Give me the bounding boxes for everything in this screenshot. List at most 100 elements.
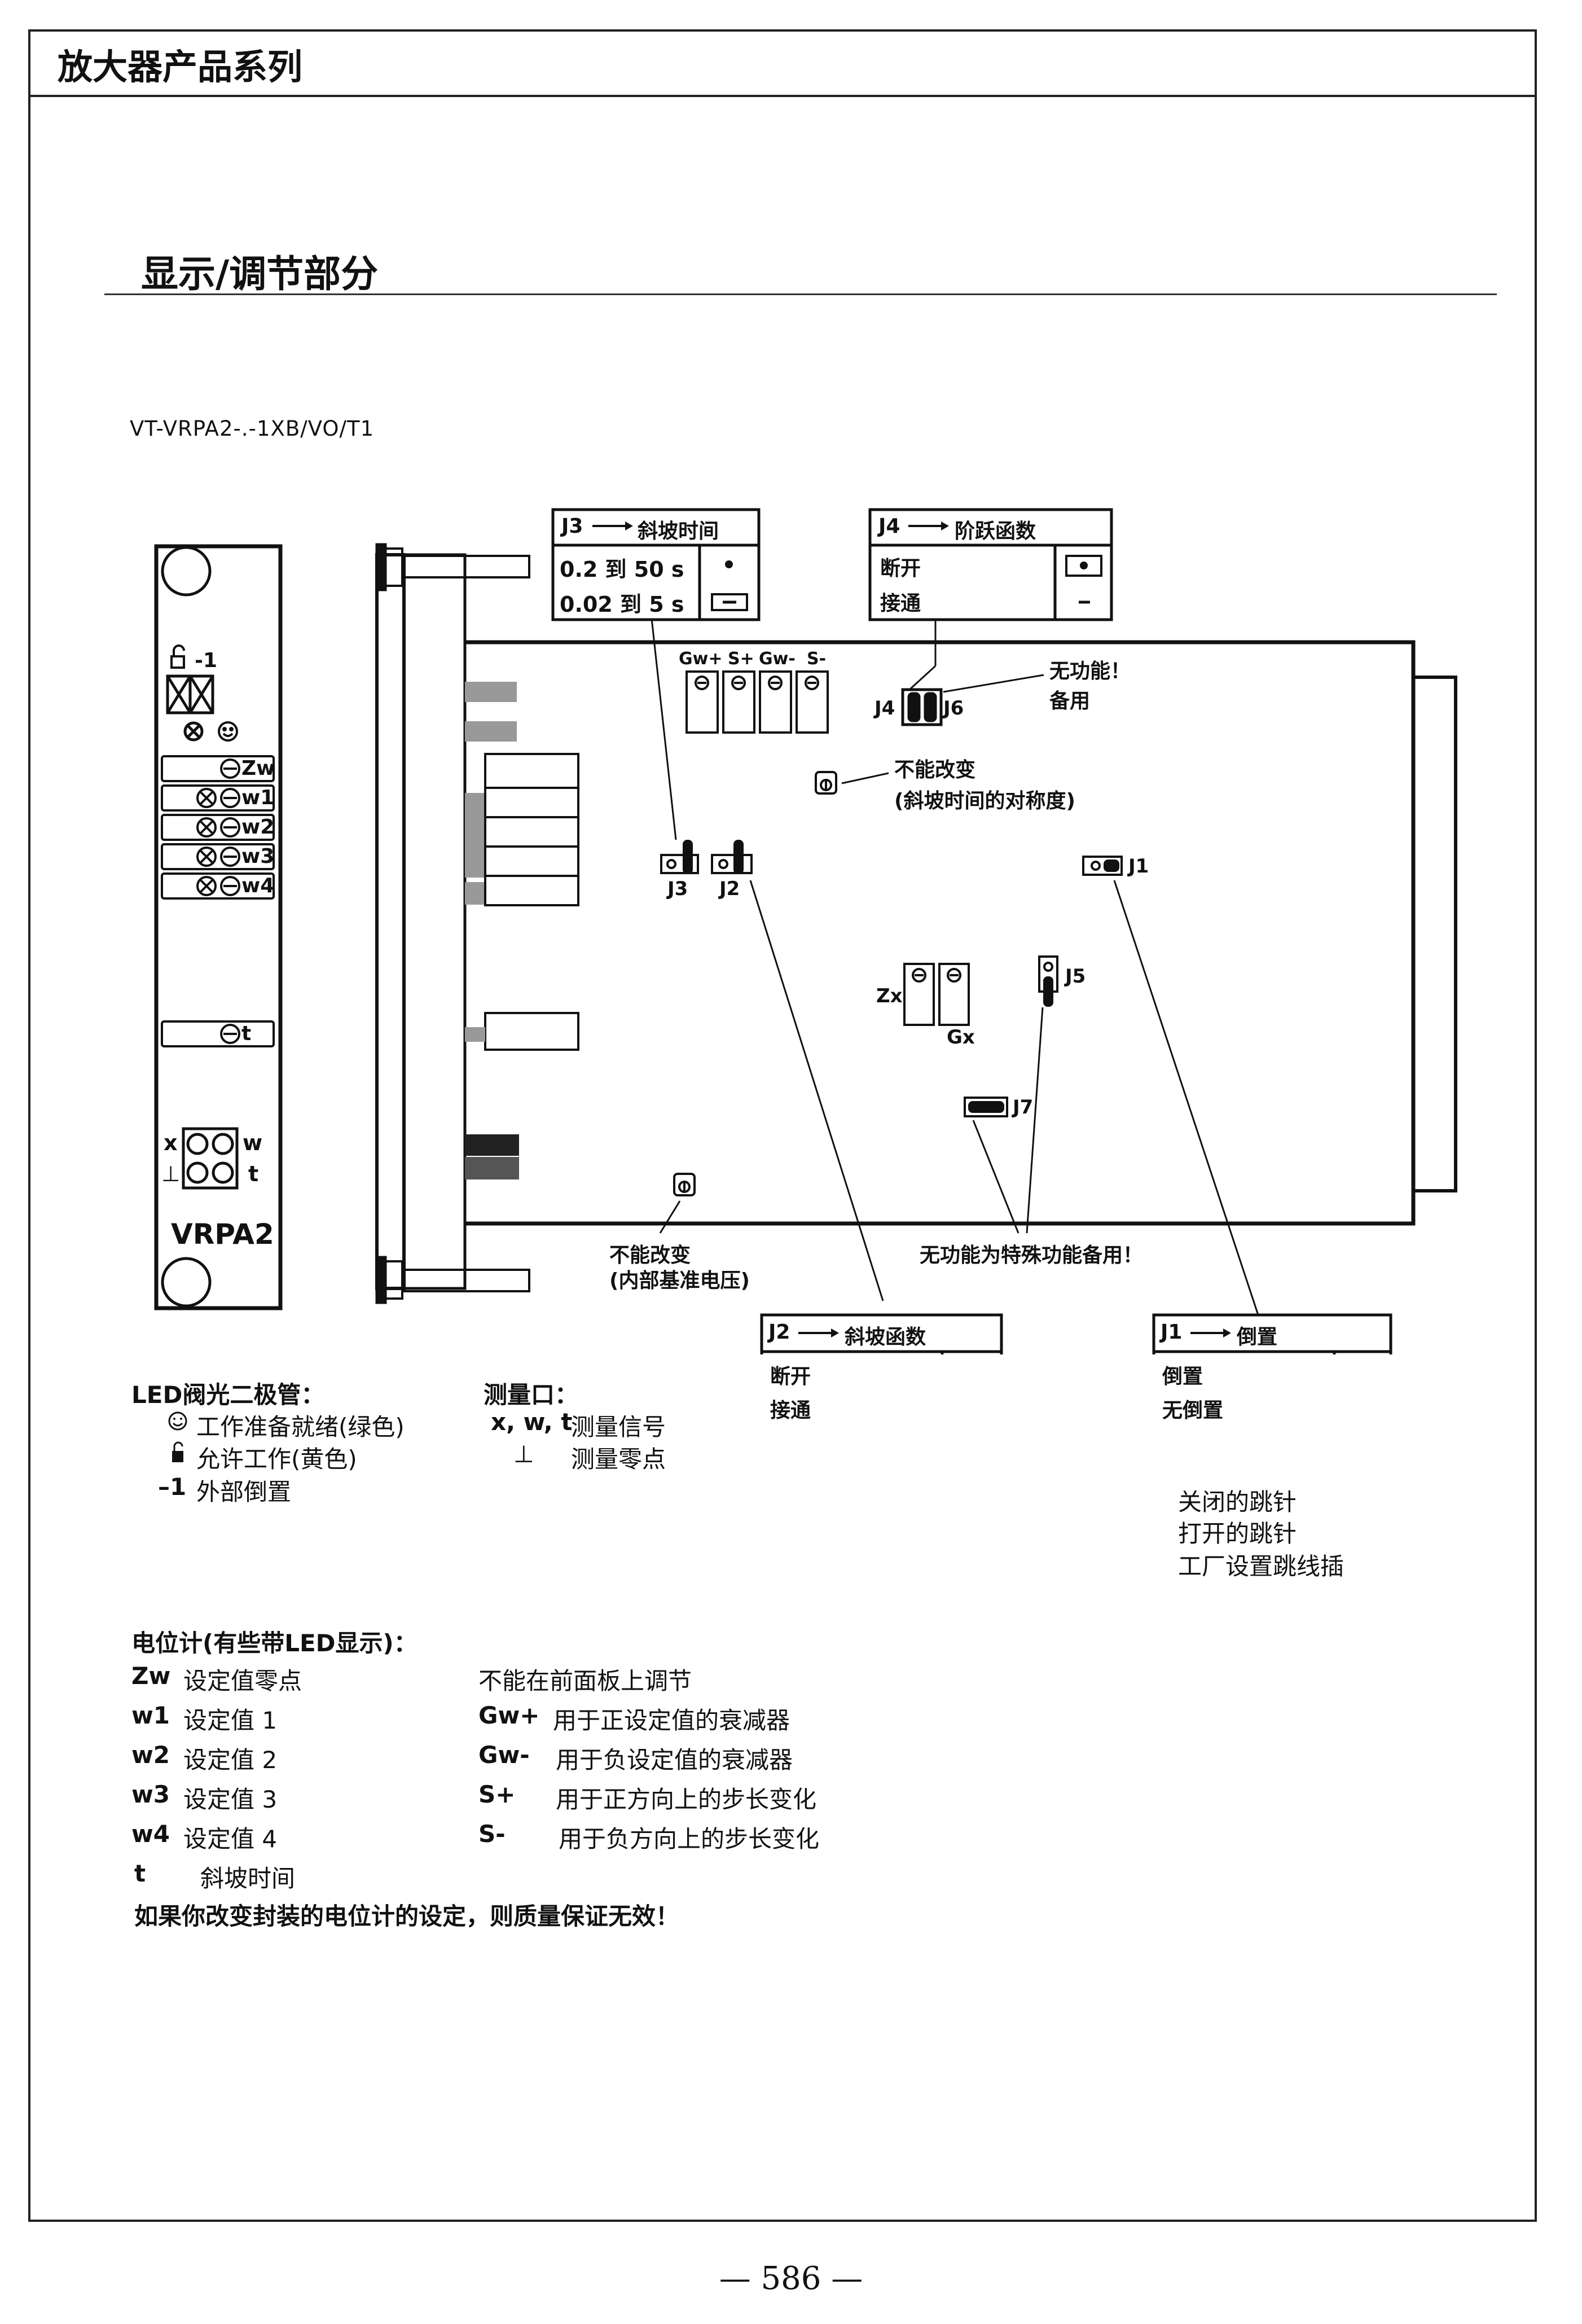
lock-icon [170, 644, 185, 669]
note-symmetry-sub: (斜坡时间的对称度) [894, 790, 1075, 813]
box-j4-func: 阶跃函数 [955, 520, 1036, 543]
pot-right-heading: 不能在前面板上调节 [478, 1667, 692, 1695]
box-j4-row2: 接通 [880, 592, 921, 615]
jack-label-gnd: ⊥ [161, 1161, 181, 1186]
section-title: 显示/调节部分 [141, 252, 379, 296]
panel-row-zw: Zw [241, 757, 275, 780]
panel-row-w4: w4 [241, 874, 275, 897]
legend-closed: 关闭的跳针 [1178, 1488, 1297, 1516]
pot-left-key-zw: Zw [131, 1662, 171, 1690]
measure-jacks [182, 1127, 239, 1190]
led-box-pair [166, 674, 214, 714]
pot-left-val-w3: 设定值 3 [183, 1786, 278, 1813]
page-title: 放大器产品系列 [58, 46, 303, 87]
box-j3-title: J3 [561, 515, 583, 538]
pot-label-s-minus: S- [807, 649, 827, 669]
label-j3: J3 [667, 878, 688, 900]
label-gx: Gx [947, 1026, 975, 1049]
led-item-ready: 工作准备就绪(绿色) [196, 1413, 405, 1441]
pot-right-key-gw-minus: Gw- [478, 1741, 530, 1769]
jumper-j7 [964, 1097, 1008, 1117]
label-j5: J5 [1065, 965, 1086, 988]
jack-label-x: x [164, 1130, 178, 1155]
pot-right-val-gw-minus: 用于负设定值的衰减器 [556, 1746, 793, 1774]
label-j4: J4 [875, 697, 895, 720]
trimmer-symmetry [815, 771, 837, 795]
pot-left-val-w1: 设定值 1 [183, 1707, 278, 1734]
jumper-j1 [1082, 856, 1123, 876]
panel-lock-label: -1 [195, 649, 217, 672]
box-j4-row1: 断开 [880, 557, 921, 580]
measure-zero-label: ⊥ [513, 1440, 534, 1468]
jumper-j2 [711, 840, 753, 874]
pot-left-key-w4: w4 [131, 1820, 170, 1848]
box-j1-title: J1 [1161, 1321, 1183, 1344]
card-side-view [375, 543, 579, 1304]
trimmer-reference [673, 1173, 696, 1196]
pot-right-key-s-minus: S- [478, 1820, 506, 1848]
jumper-box-j3 [551, 508, 761, 621]
jack-label-t: t [248, 1161, 259, 1186]
pot-right-val-s-minus: 用于负方向上的步长变化 [559, 1825, 820, 1853]
pot-left-key-w1: w1 [131, 1702, 170, 1729]
label-j6: J6 [943, 697, 964, 720]
panel-row-t: t [241, 1022, 252, 1045]
jumper-j5 [1038, 955, 1058, 1007]
box-j2-row1: 断开 [770, 1365, 811, 1388]
header-rule [28, 95, 1537, 97]
box-j3-func: 斜坡时间 [638, 520, 719, 543]
box-j3-row2: 0.02 到 5 s [560, 592, 684, 617]
box-j4-title: J4 [878, 515, 900, 538]
led-ext-text: 外部倒置 [196, 1478, 292, 1506]
pot-right-val-s-plus: 用于正方向上的步长变化 [556, 1786, 817, 1813]
pot-left-val-t: 斜坡时间 [200, 1865, 296, 1892]
panel-screw-top [161, 546, 212, 597]
pot-left-key-t: t [134, 1860, 146, 1887]
box-j2-row2: 接通 [770, 1399, 811, 1422]
front-panel [154, 544, 283, 1310]
note-no-change-symmetry: 不能改变 [894, 758, 976, 782]
legend-open: 打开的跳针 [1178, 1520, 1297, 1547]
pots-zx-gx [903, 963, 970, 1026]
jumper-box-j4 [868, 508, 1113, 621]
pot-right-val-gw-plus: 用于正设定值的衰减器 [553, 1707, 790, 1734]
panel-row-w3: w3 [241, 845, 275, 868]
box-j2-title: J2 [768, 1321, 790, 1344]
led-indicator-icon [183, 721, 204, 742]
box-j3-row1: 0.2 到 50 s [560, 557, 684, 582]
section-rule [104, 293, 1497, 295]
panel-row-w1: w1 [241, 786, 275, 809]
note-reference-sub: (内部基准电压) [609, 1269, 750, 1292]
measure-signal-text: 测量信号 [571, 1413, 666, 1441]
label-j7: J7 [1013, 1096, 1034, 1119]
jumper-box-j1 [1152, 1313, 1392, 1354]
label-j2: J2 [719, 878, 740, 900]
panel-row-w2: w2 [241, 815, 275, 839]
pot-label-s-plus: S+ [728, 649, 754, 669]
measure-zero-text: 测量零点 [571, 1445, 666, 1473]
label-j1: J1 [1128, 855, 1149, 878]
pot-left-key-w2: w2 [131, 1741, 170, 1769]
jumper-j4-j6 [901, 688, 943, 726]
led-item-enable: 允许工作(黄色) [196, 1445, 357, 1473]
measure-signal-label: x, w, t [491, 1408, 573, 1436]
panel-name: VRPA2 [171, 1218, 274, 1251]
box-j2-func: 斜坡函数 [845, 1326, 926, 1349]
led-heading: LED阀光二极管： [131, 1381, 325, 1409]
page-frame [28, 29, 1537, 2222]
panel-pot-rows [161, 755, 275, 1047]
box-j1-row2: 无倒置 [1162, 1399, 1224, 1422]
model-code: VT-VRPA2-.-1XB/VO/T1 [130, 416, 375, 441]
lock-legend-icon [172, 1441, 183, 1462]
pot-left-val-w4: 设定值 4 [183, 1825, 278, 1853]
trim-pots [685, 670, 829, 734]
smiley-legend-icon [168, 1411, 187, 1431]
measure-heading: 测量口： [484, 1381, 579, 1409]
pot-left-val-w2: 设定值 2 [183, 1746, 278, 1774]
pot-right-key-gw-plus: Gw+ [478, 1702, 540, 1729]
jack-label-w: w [243, 1130, 263, 1155]
pot-heading: 电位计(有些带LED显示)： [131, 1629, 418, 1657]
led-ext-label: –1 [158, 1473, 187, 1501]
jumper-box-j2 [760, 1313, 1003, 1354]
jumper-j3 [660, 840, 699, 874]
